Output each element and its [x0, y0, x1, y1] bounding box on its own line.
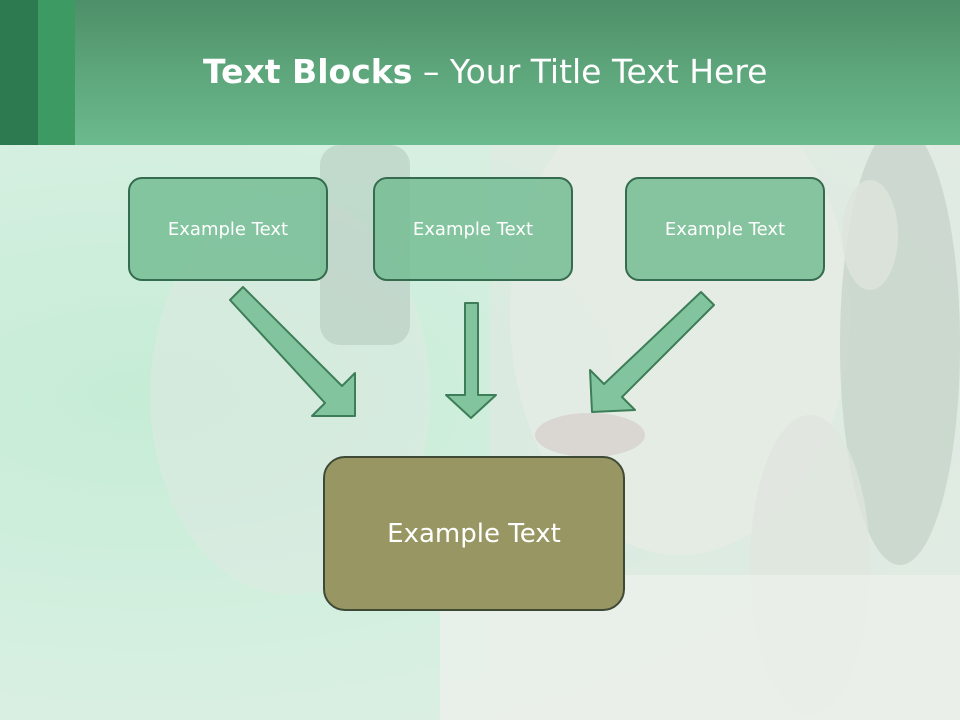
main-text-block: Example Text	[323, 456, 625, 611]
text-block-2: Example Text	[373, 177, 573, 281]
title-separator: –	[412, 52, 450, 91]
main-text-block-label: Example Text	[387, 518, 561, 549]
title-bold-part: Text Blocks	[203, 52, 413, 91]
arrow-center	[445, 302, 497, 419]
title-rest: Your Title Text Here	[449, 52, 768, 91]
text-block-label: Example Text	[167, 218, 289, 240]
arrow-right	[589, 291, 715, 413]
text-block-label: Example Text	[664, 218, 786, 240]
slide-title: Text Blocks – Your Title Text Here	[203, 52, 767, 91]
text-block-label: Example Text	[412, 218, 534, 240]
arrow-left	[229, 286, 356, 417]
header-bar: Text Blocks – Your Title Text Here	[0, 0, 960, 145]
text-block-1: Example Text	[128, 177, 328, 281]
header-accent-stripe	[38, 0, 75, 145]
header-accent-stripe	[0, 0, 38, 145]
text-block-3: Example Text	[625, 177, 825, 281]
